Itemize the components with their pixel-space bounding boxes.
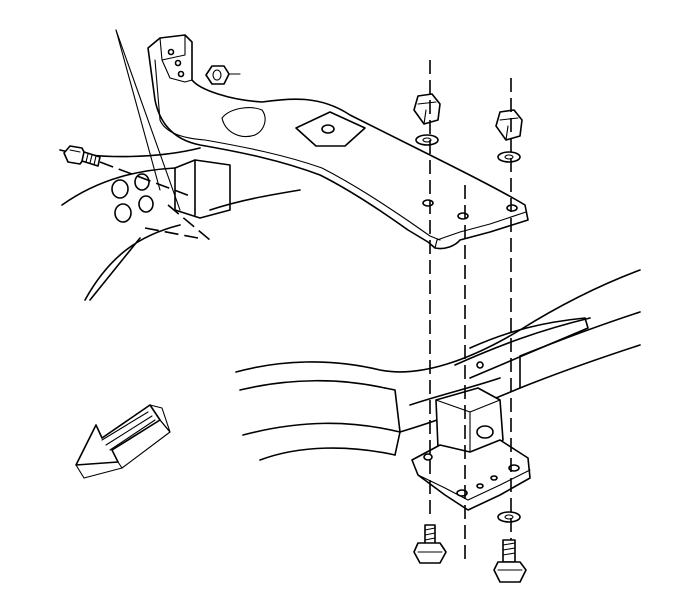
vehicle-front-arrow-icon	[75, 404, 171, 479]
crossmember-washer-left	[415, 134, 439, 146]
crossmember-washer-right	[497, 151, 521, 163]
transmission-mount	[411, 387, 531, 511]
crossmember-nut-right	[495, 109, 523, 141]
transmission-mount-bolt-left	[413, 524, 447, 564]
crossmember-end-nut	[205, 65, 241, 85]
frame-rail-right	[235, 269, 641, 461]
alignment-centerlines	[429, 60, 512, 565]
transmission-mount-washer	[497, 511, 521, 523]
frame-rail-left	[59, 147, 301, 301]
transmission-mount-bolt-right	[493, 539, 527, 583]
crossmember-nut-left	[413, 93, 441, 125]
callout-leader-lines	[99, 29, 211, 241]
crossmember-mounting-bolt	[63, 145, 101, 167]
